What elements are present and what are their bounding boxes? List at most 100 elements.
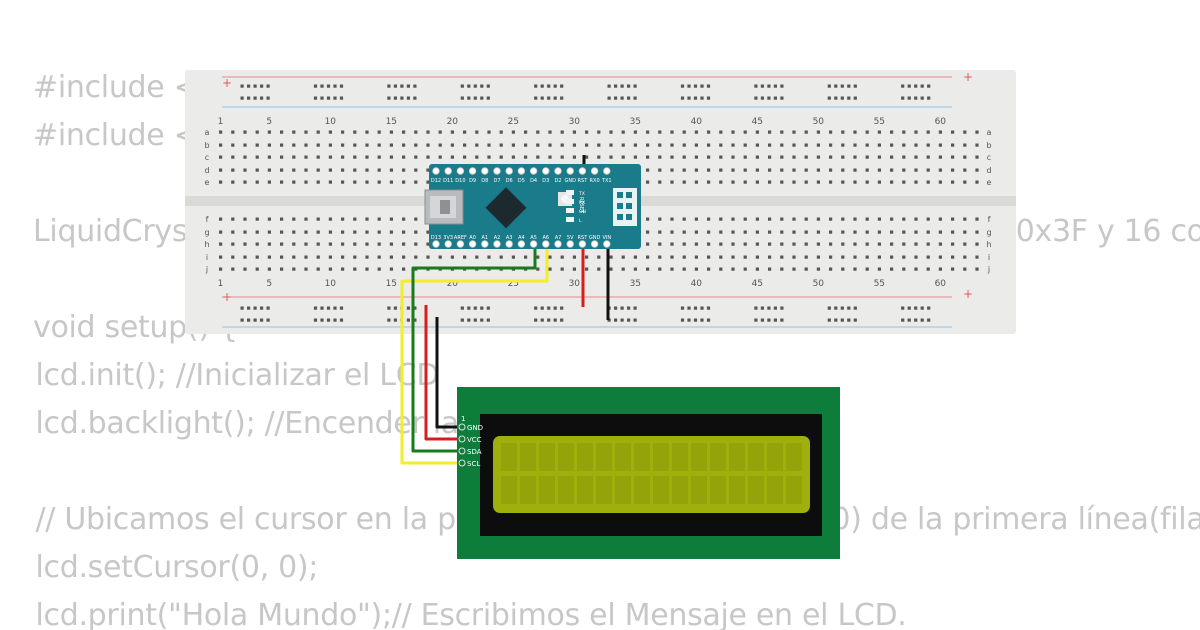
rail-hole[interactable] — [320, 96, 324, 100]
breadboard-hole[interactable] — [426, 255, 430, 259]
rail-hole[interactable] — [687, 318, 691, 322]
nano-top-pin[interactable] — [493, 167, 501, 175]
rail-hole[interactable] — [914, 96, 918, 100]
breadboard-hole[interactable] — [280, 267, 284, 271]
rail-hole[interactable] — [773, 96, 777, 100]
breadboard-hole[interactable] — [402, 267, 406, 271]
rail-hole[interactable] — [540, 306, 544, 310]
breadboard-hole[interactable] — [231, 217, 235, 221]
breadboard-hole[interactable] — [829, 255, 833, 259]
rail-hole[interactable] — [754, 306, 758, 310]
breadboard-hole[interactable] — [707, 130, 711, 134]
rail-hole[interactable] — [460, 96, 464, 100]
breadboard-hole[interactable] — [963, 180, 967, 184]
breadboard-hole[interactable] — [560, 267, 564, 271]
breadboard-hole[interactable] — [853, 168, 857, 172]
breadboard-hole[interactable] — [902, 155, 906, 159]
lcd-pin-scl[interactable] — [458, 459, 466, 467]
breadboard-hole[interactable] — [377, 130, 381, 134]
breadboard-hole[interactable] — [280, 242, 284, 246]
rail-hole[interactable] — [627, 306, 631, 310]
rail-hole[interactable] — [901, 318, 905, 322]
rail-hole[interactable] — [333, 306, 337, 310]
rail-hole[interactable] — [247, 96, 251, 100]
breadboard-hole[interactable] — [585, 255, 589, 259]
breadboard-hole[interactable] — [548, 143, 552, 147]
breadboard-hole[interactable] — [731, 242, 735, 246]
rail-hole[interactable] — [927, 306, 931, 310]
rail-hole[interactable] — [834, 84, 838, 88]
rail-hole[interactable] — [840, 306, 844, 310]
breadboard-hole[interactable] — [865, 217, 869, 221]
breadboard-hole[interactable] — [316, 217, 320, 221]
rail-hole[interactable] — [534, 96, 538, 100]
rail-hole[interactable] — [607, 318, 611, 322]
breadboard-hole[interactable] — [255, 230, 259, 234]
breadboard-hole[interactable] — [292, 168, 296, 172]
breadboard-hole[interactable] — [975, 130, 979, 134]
rail-hole[interactable] — [853, 318, 857, 322]
breadboard-hole[interactable] — [536, 143, 540, 147]
rail-hole[interactable] — [706, 318, 711, 322]
rail-hole[interactable] — [480, 318, 484, 322]
breadboard-hole[interactable] — [377, 217, 381, 221]
breadboard-hole[interactable] — [975, 230, 979, 234]
rail-hole[interactable] — [680, 84, 685, 88]
breadboard-hole[interactable] — [255, 168, 259, 172]
breadboard-hole[interactable] — [804, 217, 808, 221]
rail-hole[interactable] — [266, 96, 270, 100]
breadboard-hole[interactable] — [755, 217, 759, 221]
breadboard-hole[interactable] — [963, 230, 967, 234]
breadboard-hole[interactable] — [304, 267, 308, 271]
breadboard-hole[interactable] — [633, 155, 637, 159]
rail-hole[interactable] — [767, 84, 771, 88]
breadboard-hole[interactable] — [389, 155, 393, 159]
rail-hole[interactable] — [620, 318, 624, 322]
breadboard-hole[interactable] — [731, 168, 735, 172]
breadboard-hole[interactable] — [255, 217, 259, 221]
breadboard-hole[interactable] — [951, 143, 955, 147]
breadboard-hole[interactable] — [621, 155, 625, 159]
breadboard-hole[interactable] — [316, 267, 320, 271]
rail-hole[interactable] — [480, 96, 484, 100]
breadboard-hole[interactable] — [243, 130, 247, 134]
breadboard-hole[interactable] — [536, 267, 540, 271]
rail-hole[interactable] — [313, 306, 318, 310]
breadboard-hole[interactable] — [365, 168, 369, 172]
breadboard-hole[interactable] — [694, 168, 698, 172]
breadboard-hole[interactable] — [682, 267, 686, 271]
breadboard-hole[interactable] — [694, 180, 698, 184]
breadboard-hole[interactable] — [865, 168, 869, 172]
breadboard-hole[interactable] — [414, 217, 418, 221]
breadboard-hole[interactable] — [731, 267, 735, 271]
breadboard-hole[interactable] — [231, 255, 235, 259]
breadboard-hole[interactable] — [524, 255, 528, 259]
breadboard-hole[interactable] — [426, 168, 430, 172]
breadboard-hole[interactable] — [841, 242, 845, 246]
breadboard-hole[interactable] — [609, 130, 613, 134]
nano-bottom-pin[interactable] — [554, 240, 562, 248]
breadboard-hole[interactable] — [890, 242, 894, 246]
breadboard-hole[interactable] — [621, 130, 625, 134]
rail-hole[interactable] — [486, 96, 490, 100]
breadboard-hole[interactable] — [719, 242, 723, 246]
breadboard-hole[interactable] — [768, 168, 772, 172]
rail-hole[interactable] — [927, 96, 931, 100]
rail-hole[interactable] — [387, 318, 391, 322]
breadboard-hole[interactable] — [853, 155, 857, 159]
breadboard-hole[interactable] — [389, 168, 393, 172]
rail-hole[interactable] — [540, 96, 544, 100]
rail-hole[interactable] — [827, 318, 831, 322]
nano-bottom-pin[interactable] — [481, 240, 489, 248]
rail-hole[interactable] — [687, 96, 691, 100]
breadboard-hole[interactable] — [682, 143, 686, 147]
breadboard-hole[interactable] — [755, 143, 759, 147]
rail-hole[interactable] — [827, 306, 831, 310]
rail-hole[interactable] — [313, 84, 318, 88]
breadboard-hole[interactable] — [719, 180, 723, 184]
rail-hole[interactable] — [767, 306, 771, 310]
rail-hole[interactable] — [907, 318, 911, 322]
breadboard-hole[interactable] — [414, 242, 418, 246]
breadboard-hole[interactable] — [219, 217, 223, 221]
breadboard-hole[interactable] — [402, 143, 406, 147]
